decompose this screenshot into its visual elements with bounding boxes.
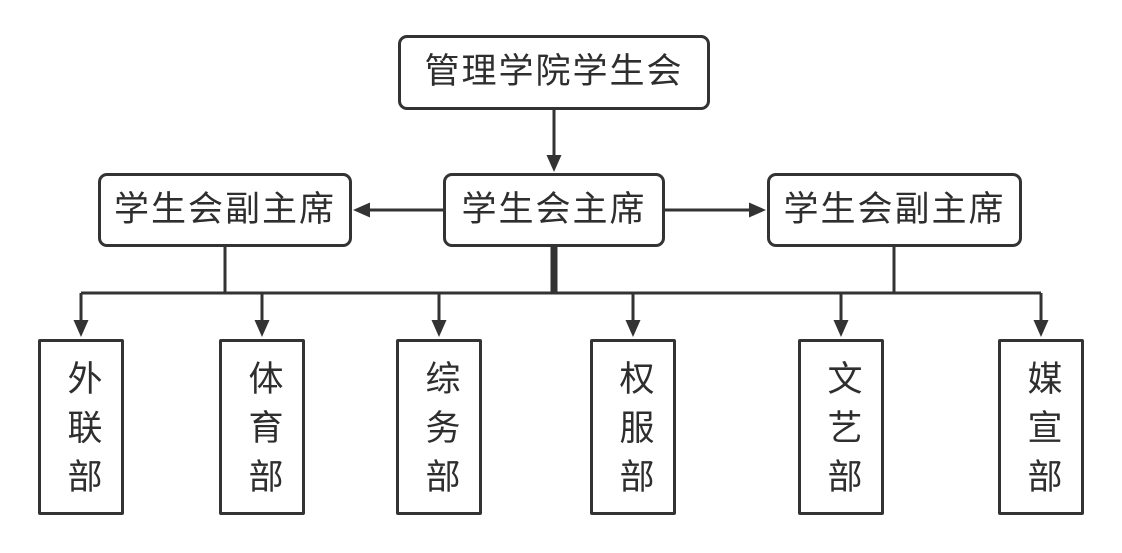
node-root: 管理学院学生会 xyxy=(398,35,710,110)
connector-bus-to-dept-2 xyxy=(254,293,270,337)
connector-bus-to-dept-4 xyxy=(625,293,641,337)
node-president: 学生会主席 xyxy=(443,173,665,247)
node-president-label: 学生会主席 xyxy=(461,189,647,230)
node-dept-external-relations: 外联部 xyxy=(38,339,124,515)
connector-bus-to-dept-6 xyxy=(1033,293,1049,337)
node-vice-president-left-label: 学生会副主席 xyxy=(113,189,336,230)
connector-bus-to-dept-5 xyxy=(833,293,849,337)
connector-president-to-vp-left xyxy=(353,202,443,218)
node-dept-media-publicity: 媒宣部 xyxy=(998,339,1084,515)
node-dept-label: 综务部 xyxy=(419,359,460,507)
node-vice-president-right-label: 学生会副主席 xyxy=(783,189,1006,230)
connector-root-to-president xyxy=(546,110,562,172)
node-dept-general-affairs: 综务部 xyxy=(396,339,482,515)
node-root-label: 管理学院学生会 xyxy=(424,52,684,92)
node-vice-president-right: 学生会副主席 xyxy=(767,173,1022,247)
node-dept-arts: 文艺部 xyxy=(798,339,884,515)
node-vice-president-left: 学生会副主席 xyxy=(98,173,352,247)
node-dept-rights-service: 权服部 xyxy=(590,339,676,515)
node-dept-label: 体育部 xyxy=(242,359,283,507)
connector-president-to-vp-right xyxy=(665,202,766,218)
node-dept-label: 文艺部 xyxy=(821,359,862,507)
node-dept-sports: 体育部 xyxy=(219,339,305,515)
connector-bus-to-dept-3 xyxy=(431,293,447,337)
connector-bus-to-dept-1 xyxy=(73,293,89,337)
node-dept-label: 媒宣部 xyxy=(1021,359,1062,507)
node-dept-label: 权服部 xyxy=(613,359,654,507)
node-dept-label: 外联部 xyxy=(61,359,102,507)
